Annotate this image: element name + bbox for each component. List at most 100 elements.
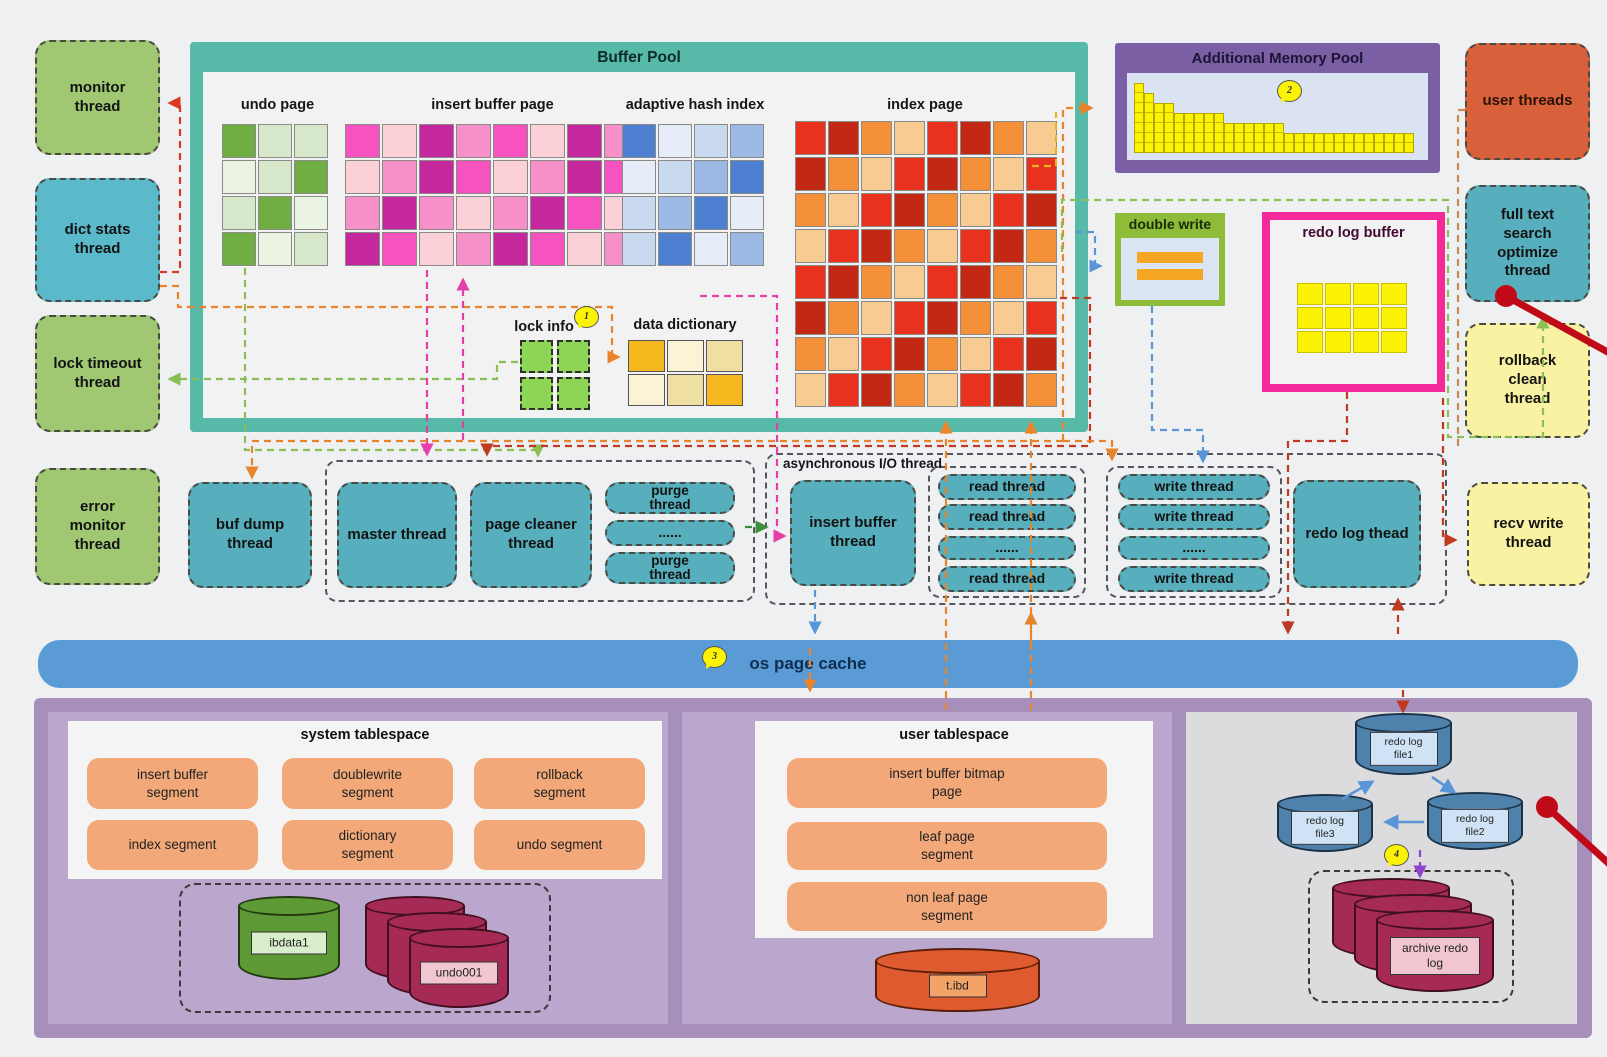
full-text-search-optimize-thread-box: full text search optimize thread: [1465, 185, 1590, 302]
write-thread-pill: write thread: [1118, 566, 1270, 592]
grid-cell: [960, 229, 991, 263]
grid-cell: [894, 265, 925, 299]
grid-cell: [861, 121, 892, 155]
grid-cell: [628, 340, 665, 372]
memory-block-column: [1264, 123, 1274, 153]
grid-cell: [894, 157, 925, 191]
undo-page-label: undo page: [240, 97, 315, 113]
grid-cell: [419, 124, 454, 158]
segment-pill: index segment: [87, 820, 258, 870]
grid-cell: [658, 124, 692, 158]
undo-page-grid: [222, 124, 328, 266]
grid-cell: [894, 337, 925, 371]
grid-cell: [993, 121, 1024, 155]
grid-cell: [382, 196, 417, 230]
read-thread-pill: read thread: [938, 504, 1076, 530]
grid-cell: [658, 160, 692, 194]
grid-cell: [1297, 331, 1323, 353]
double-write-bar: [1137, 269, 1203, 280]
redo-log-buffer-grid: [1297, 283, 1407, 353]
memory-block-column: [1284, 133, 1294, 153]
grid-cell: [1026, 157, 1057, 191]
user-tablespace-title: user tablespace: [899, 727, 1009, 743]
grid-cell: [730, 232, 764, 266]
master-thread-label: master thread: [347, 525, 447, 543]
lock-timeout-thread-label: lock timeout thread: [53, 354, 142, 391]
write-thread-label: write thread: [1154, 570, 1234, 587]
double-write-title: double write: [1128, 216, 1212, 232]
grid-cell: [927, 265, 958, 299]
memory-block-column: [1394, 133, 1404, 153]
monitor-thread-box: monitor thread: [35, 40, 160, 155]
undo-segment-label: undo segment: [516, 837, 603, 853]
grid-cell: [730, 160, 764, 194]
redo-log-file3-cylinder: redo log file3: [1277, 794, 1373, 852]
segment-pill: non leaf page segment: [787, 882, 1107, 931]
lock-info-grid: [520, 340, 590, 410]
additional-memory-pool-title: Additional Memory Pool: [1191, 50, 1364, 67]
index-page-grid: [795, 121, 1057, 407]
memory-block-column: [1304, 133, 1314, 153]
grid-cell: [1353, 283, 1379, 305]
read-thread-pill: read thread: [938, 566, 1076, 592]
read-thread-label: read thread: [968, 570, 1046, 587]
grid-cell: [1026, 337, 1057, 371]
system-datafiles-group: [179, 883, 551, 1013]
lock-timeout-thread-box: lock timeout thread: [35, 315, 160, 432]
double-write-frame: double write: [1115, 213, 1225, 306]
grid-cell: [993, 301, 1024, 335]
grid-cell: [1297, 307, 1323, 329]
grid-cell: [658, 196, 692, 230]
grid-cell: [861, 193, 892, 227]
grid-cell: [694, 232, 728, 266]
grid-cell: [894, 229, 925, 263]
grid-cell: [345, 232, 380, 266]
rollback-segment-label: rollback segment: [533, 766, 586, 800]
grid-cell: [795, 301, 826, 335]
grid-cell: [530, 160, 565, 194]
grid-cell: [706, 374, 743, 406]
write-thread-label: write thread: [1154, 478, 1234, 495]
insert-buffer-thread-label: insert buffer thread: [809, 514, 897, 550]
grid-cell: [993, 373, 1024, 407]
grid-cell: [828, 301, 859, 335]
insert-buffer-page-grid: [345, 124, 639, 266]
grid-cell: [960, 193, 991, 227]
grid-cell: [382, 124, 417, 158]
badge-3-number: 3: [712, 651, 717, 662]
purge-thread-label: purge thread: [649, 552, 691, 582]
memory-block-column: [1174, 113, 1184, 153]
redo-log-thread-box: redo log thead: [1293, 480, 1421, 588]
insert-buffer-bitmap-page-label: insert buffer bitmap page: [889, 766, 1005, 799]
grid-cell: [993, 337, 1024, 371]
full-text-search-optimize-thread-label: full text search optimize thread: [1497, 206, 1558, 280]
grid-cell: [622, 196, 656, 230]
write-ellipsis-pill: ......: [1118, 536, 1270, 560]
grid-cell: [795, 157, 826, 191]
memory-block-column: [1404, 133, 1414, 153]
rollback-clean-thread-box: rollback clean thread: [1465, 323, 1590, 438]
memory-block-column: [1224, 123, 1234, 153]
dict-stats-thread-box: dict stats thread: [35, 178, 160, 302]
insert-buffer-page-label: insert buffer page: [431, 97, 554, 113]
dict-stats-thread-label: dict stats thread: [64, 221, 131, 257]
grid-cell: [530, 196, 565, 230]
grid-cell: [456, 124, 491, 158]
leaf-page-segment-label: leaf page segment: [919, 829, 975, 862]
write-thread-pill: write thread: [1118, 474, 1270, 500]
grid-cell: [493, 124, 528, 158]
grid-cell: [222, 160, 256, 194]
rollback-clean-thread-label: rollback clean thread: [1498, 352, 1557, 407]
redo-log-thread-label: redo log thead: [1305, 524, 1409, 542]
grid-cell: [345, 124, 380, 158]
ibdata1-label: ibdata1: [251, 931, 327, 955]
memory-block-column: [1374, 133, 1384, 153]
page-cleaner-thread-box: page cleaner thread: [470, 482, 592, 588]
grid-cell: [927, 229, 958, 263]
grid-cell: [795, 193, 826, 227]
dictionary-segment-label: dictionary segment: [338, 828, 397, 861]
grid-cell: [222, 196, 256, 230]
grid-cell: [1353, 307, 1379, 329]
adaptive-hash-index-grid: [622, 124, 764, 266]
grid-cell: [795, 229, 826, 263]
